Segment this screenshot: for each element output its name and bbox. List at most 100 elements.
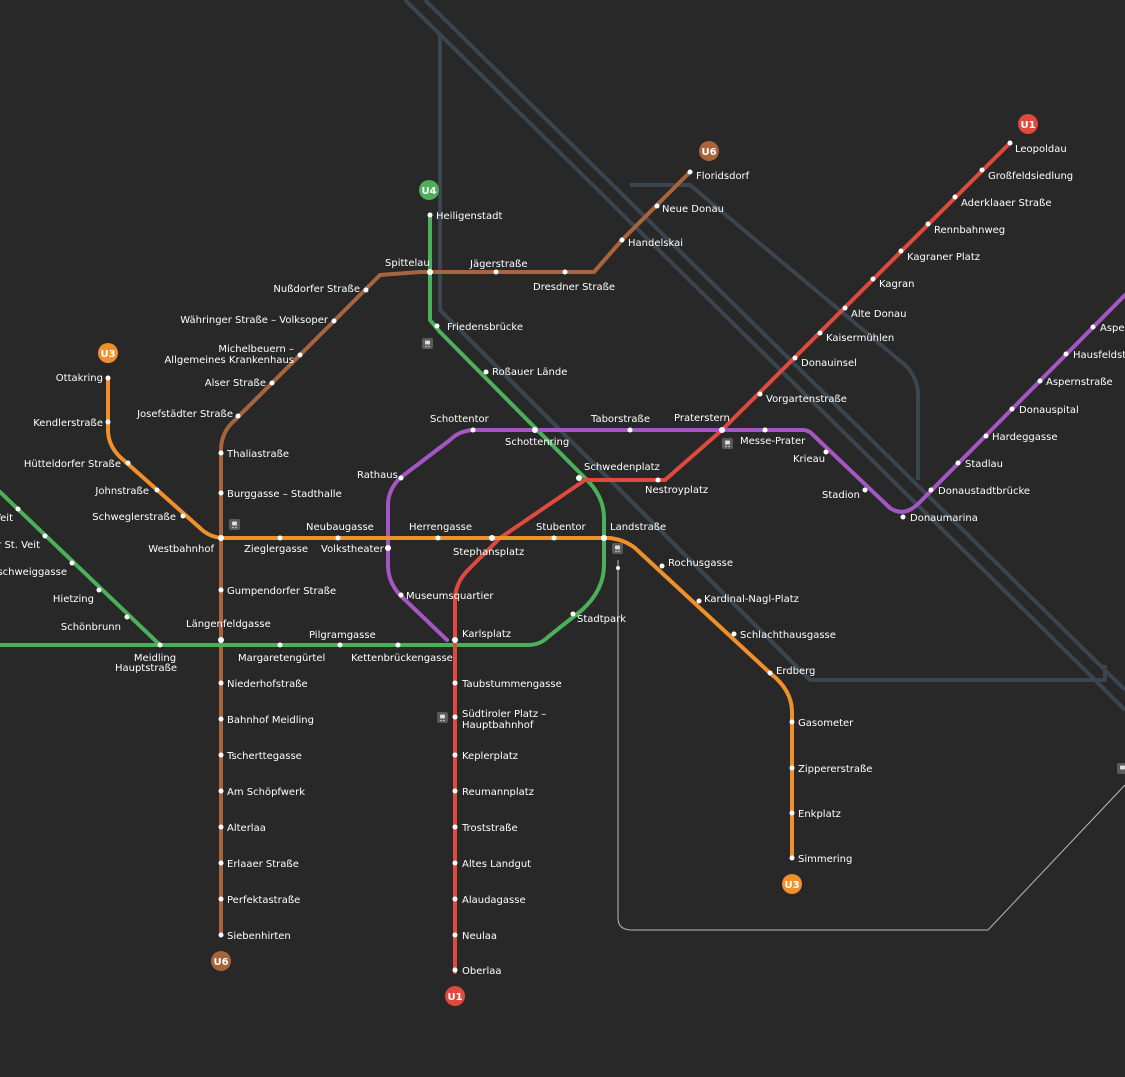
station-nussdorfer-strasse[interactable]: Nußdorfer Straße: [273, 284, 360, 295]
station-messe-prater[interactable]: Messe-Prater: [740, 436, 806, 447]
station-stadtpark[interactable]: Stadtpark: [577, 614, 626, 625]
station-johnstrasse[interactable]: Johnstraße: [94, 486, 149, 497]
station-tscherttegasse[interactable]: Tscherttegasse: [226, 751, 302, 762]
station-rochusgasse[interactable]: Rochusgasse: [668, 558, 733, 569]
station-kettenbrueckengasse[interactable]: Kettenbrückengasse: [351, 653, 453, 664]
station-schlachthausgasse[interactable]: Schlachthausgasse: [740, 630, 836, 641]
station-bahnhof-meidling[interactable]: Bahnhof Meidling: [227, 715, 314, 726]
station-aderklaaer[interactable]: Aderklaaer Straße: [961, 198, 1052, 209]
station-alaudagasse[interactable]: Alaudagasse: [462, 895, 526, 906]
station-oberlaa[interactable]: Oberlaa: [462, 966, 502, 977]
station-rathaus[interactable]: Rathaus: [357, 470, 398, 481]
station-enkplatz[interactable]: Enkplatz: [798, 809, 841, 820]
station-schottenring[interactable]: Schottenring: [505, 437, 569, 448]
station-kagraner-platz[interactable]: Kagraner Platz: [907, 252, 980, 263]
station-donauinsel[interactable]: Donauinsel: [801, 358, 857, 369]
station-suedtiroler-platz[interactable]: Südtiroler Platz –Hauptbahnhof: [462, 709, 546, 731]
station-donaustadtbruecke[interactable]: Donaustadtbrücke: [938, 486, 1030, 497]
station-braunschweiggasse[interactable]: schweiggasse: [0, 567, 67, 578]
station-heiligenstadt[interactable]: Heiligenstadt: [436, 211, 502, 222]
station-friedensbruecke[interactable]: Friedensbrücke: [447, 322, 523, 333]
station-rennbahnweg[interactable]: Rennbahnweg: [934, 225, 1005, 236]
station-kaisermuehlen[interactable]: Kaisermühlen: [826, 333, 894, 344]
station-hardeggasse[interactable]: Hardeggasse: [992, 432, 1057, 443]
station-gumpendorfer-strasse[interactable]: Gumpendorfer Straße: [227, 586, 336, 597]
station-grossfeldsiedlung[interactable]: Großfeldsiedlung: [988, 171, 1073, 182]
station-perfektastrasse[interactable]: Perfektastraße: [227, 895, 300, 906]
station-karlsplatz[interactable]: Karlsplatz: [462, 629, 511, 640]
station-museumsquartier[interactable]: Museumsquartier: [406, 591, 494, 602]
station-taborstrasse[interactable]: Taborstraße: [590, 414, 650, 425]
station-pilgramgasse[interactable]: Pilgramgasse: [309, 630, 376, 641]
station-laengenfeldgasse[interactable]: Längenfeldgasse: [186, 619, 271, 630]
station-josefstaedter-strasse[interactable]: Josefstädter Straße: [136, 409, 233, 420]
station-erlaaer-strasse[interactable]: Erlaaer Straße: [227, 859, 299, 870]
station-neue-donau[interactable]: Neue Donau: [662, 204, 724, 215]
station-aspern[interactable]: Asper: [1100, 323, 1125, 334]
station-praterstern[interactable]: Praterstern: [674, 413, 730, 424]
station-westbahnhof[interactable]: Westbahnhof: [148, 544, 214, 555]
station-volkstheater[interactable]: Volkstheater: [321, 544, 385, 555]
station-stephansplatz[interactable]: Stephansplatz: [453, 547, 524, 558]
station-niederhofstrasse[interactable]: Niederhofstraße: [227, 679, 308, 690]
station-neubaugasse[interactable]: Neubaugasse: [306, 522, 374, 533]
badge-u6-bottom[interactable]: U6: [211, 951, 231, 971]
station-vorgartenstrasse[interactable]: Vorgartenstraße: [766, 394, 847, 405]
station-schoenbrunn[interactable]: Schönbrunn: [61, 622, 121, 633]
train-icon[interactable]: [612, 543, 623, 554]
station-rossauer-laende[interactable]: Roßauer Lände: [492, 367, 567, 378]
station-schottentor[interactable]: Schottentor: [430, 414, 490, 425]
badge-u4-top[interactable]: U4: [419, 180, 439, 200]
train-icon[interactable]: [437, 712, 448, 723]
station-jaegerstrasse[interactable]: Jägerstraße: [469, 259, 528, 270]
station-donaumarina[interactable]: Donaumarina: [910, 513, 978, 524]
station-ottakring[interactable]: Ottakring: [56, 373, 103, 384]
station-schwedenplatz[interactable]: Schwedenplatz: [584, 462, 660, 473]
train-icon[interactable]: [422, 338, 433, 349]
station-zieglergasse[interactable]: Zieglergasse: [244, 544, 308, 555]
station-kardinal-nagl-platz[interactable]: Kardinal-Nagl-Platz: [704, 594, 799, 605]
station-michelbeuern[interactable]: Michelbeuern –Allgemeines Krankenhaus: [164, 344, 294, 366]
station-unter-st-veit[interactable]: r St. Veit: [0, 540, 40, 551]
station-stubentor[interactable]: Stubentor: [536, 522, 586, 533]
station-herrengasse[interactable]: Herrengasse: [409, 522, 472, 533]
station-siebenhirten[interactable]: Siebenhirten: [227, 931, 291, 942]
station-alser-strasse[interactable]: Alser Straße: [205, 378, 266, 389]
station-thaliastrasse[interactable]: Thaliastraße: [226, 449, 289, 460]
station-waehringer-strasse[interactable]: Währinger Straße – Volksoper: [180, 315, 329, 326]
badge-u3-bottom[interactable]: U3: [782, 874, 802, 894]
station-hietzing[interactable]: Hietzing: [53, 594, 94, 605]
badge-u1-bottom[interactable]: U1: [445, 986, 465, 1006]
badge-u6-top[interactable]: U6: [699, 141, 719, 161]
station-donauspital[interactable]: Donauspital: [1019, 405, 1079, 416]
station-neulaa[interactable]: Neulaa: [462, 931, 497, 942]
station-zippererstrasse[interactable]: Zippererstraße: [798, 764, 872, 775]
station-handelskai[interactable]: Handelskai: [628, 238, 683, 249]
station-gasometer[interactable]: Gasometer: [798, 718, 854, 729]
station-stadion[interactable]: Stadion: [822, 490, 860, 501]
station-leopoldau[interactable]: Leopoldau: [1015, 144, 1067, 155]
train-icon[interactable]: [1117, 763, 1125, 774]
train-icon[interactable]: [722, 438, 733, 449]
station-spittelau[interactable]: Spittelau: [385, 258, 430, 269]
station-schweglerstrasse[interactable]: Schweglerstraße: [92, 512, 176, 523]
station-erdberg[interactable]: Erdberg: [776, 666, 815, 677]
station-nestroyplatz[interactable]: Nestroyplatz: [645, 485, 708, 496]
station-am-schoepfwerk[interactable]: Am Schöpfwerk: [227, 787, 305, 798]
station-ober-st-veit[interactable]: Veit: [0, 513, 13, 524]
station-landstrasse[interactable]: Landstraße: [610, 522, 666, 533]
station-floridsdorf[interactable]: Floridsdorf: [696, 171, 750, 182]
station-huetteldorfer-strasse[interactable]: Hütteldorfer Straße: [24, 459, 121, 470]
station-aspernstrasse[interactable]: Aspernstraße: [1046, 377, 1113, 388]
badge-u3-top[interactable]: U3: [98, 343, 118, 363]
station-alte-donau[interactable]: Alte Donau: [851, 309, 907, 320]
station-dresdner-strasse[interactable]: Dresdner Straße: [533, 282, 615, 293]
station-krieau[interactable]: Krieau: [793, 454, 825, 465]
station-reumannplatz[interactable]: Reumannplatz: [462, 787, 534, 798]
station-taubstummengasse[interactable]: Taubstummengasse: [461, 679, 562, 690]
station-kendlerstrasse[interactable]: Kendlerstraße: [33, 418, 103, 429]
station-simmering[interactable]: Simmering: [798, 854, 852, 865]
station-margaretenguertel[interactable]: Margaretengürtel: [238, 653, 325, 664]
station-hausfeldstrasse[interactable]: Hausfeldst: [1073, 350, 1125, 361]
